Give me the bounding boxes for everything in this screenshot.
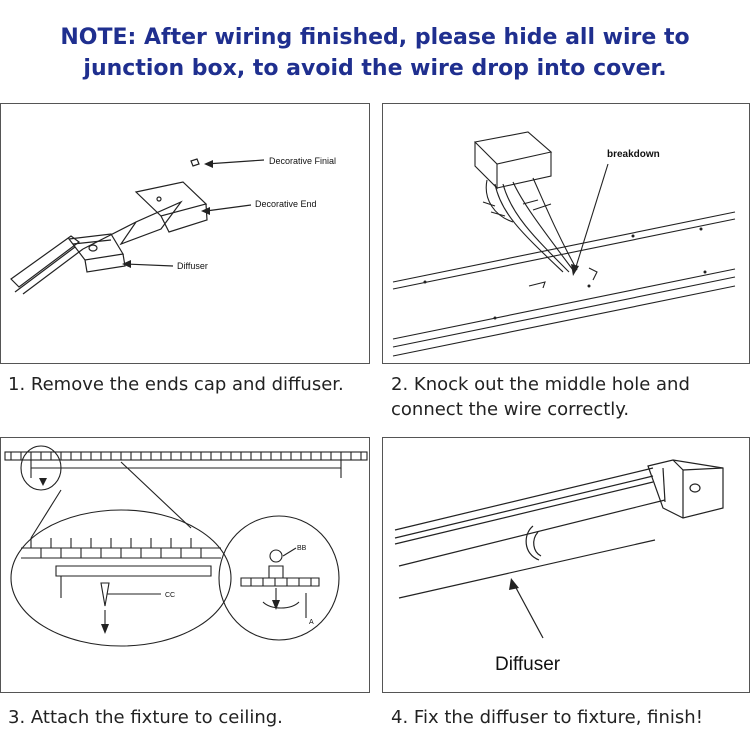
label-a: A <box>309 619 314 626</box>
caption-step-2-line-1: 2. Knock out the middle hole and <box>391 374 690 395</box>
step-3-illustration: BB CC A <box>0 437 370 693</box>
caption-step-1: 1. Remove the ends cap and diffuser. <box>8 374 344 395</box>
wiring-diagram: breakdown <box>392 131 736 357</box>
label-breakdown: breakdown <box>607 149 660 160</box>
caption-step-2-line-2: connect the wire correctly. <box>391 399 630 420</box>
note-line-2: junction box, to avoid the wire drop int… <box>83 56 667 81</box>
label-decorative-finial: Decorative Finial <box>269 156 336 166</box>
step-2-illustration: breakdown <box>382 103 750 364</box>
label-decorative-end: Decorative End <box>255 199 317 209</box>
label-cc: CC <box>165 592 175 599</box>
note-line-1: NOTE: After wiring finished, please hide… <box>60 25 690 50</box>
caption-step-2: 2. Knock out the middle hole and connect… <box>391 372 746 422</box>
caption-step-4: 4. Fix the diffuser to fixture, finish! <box>391 707 703 728</box>
step-1-illustration: Decorative Finial Decorative End Diffuse… <box>0 103 370 364</box>
fixture-end-diagram: Decorative Finial Decorative End Diffuse… <box>10 156 336 295</box>
ceiling-mount-diagram: BB CC A <box>4 445 368 647</box>
note-heading: NOTE: After wiring finished, please hide… <box>0 22 750 84</box>
step-4-illustration: Diffuser <box>382 437 750 693</box>
label-diffuser-large: Diffuser <box>495 654 561 675</box>
label-diffuser-small: Diffuser <box>177 261 208 271</box>
caption-step-3: 3. Attach the fixture to ceiling. <box>8 707 283 728</box>
label-bb: BB <box>297 545 307 552</box>
diffuser-fit-diagram: Diffuser <box>394 459 724 675</box>
